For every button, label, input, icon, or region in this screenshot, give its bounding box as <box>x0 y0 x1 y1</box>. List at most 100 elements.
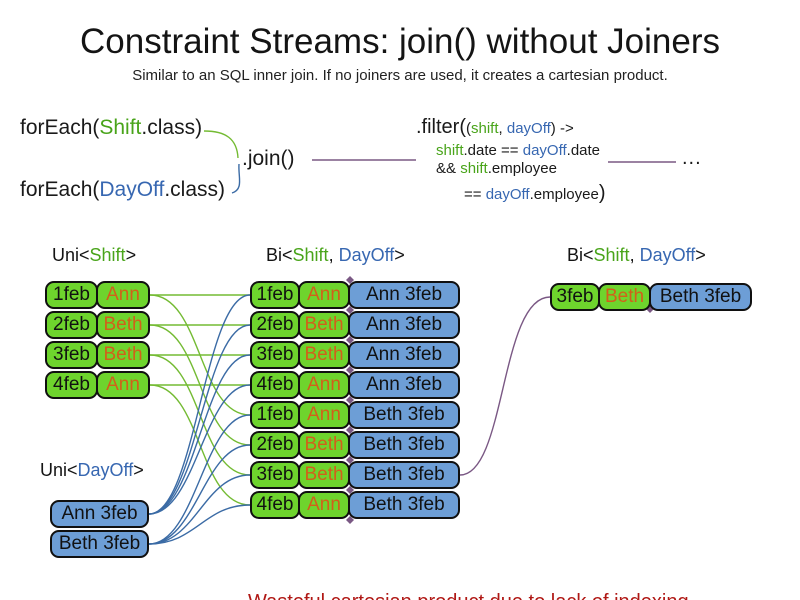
code-filter-line3: && shift.employee <box>436 160 557 177</box>
code-text: .class) <box>141 116 203 139</box>
table-cell: 4feb <box>45 371 98 399</box>
dayoff-ref: dayOff <box>522 142 567 159</box>
table-cell: Beth 3feb <box>348 401 460 429</box>
table-cell: 2feb <box>45 311 98 339</box>
dayoff-join-lines <box>148 294 251 545</box>
table-cell: 4feb <box>250 491 300 519</box>
shift-type: Shift <box>292 245 329 265</box>
table-cell: 4feb <box>250 371 300 399</box>
table-row: Beth 3feb <box>50 530 149 558</box>
code-text: .class) <box>164 178 226 201</box>
code-text: ) <box>598 182 606 204</box>
page-title: Constraint Streams: join() without Joine… <box>80 22 720 61</box>
shift-ref: shift <box>436 142 464 159</box>
code-filter-line2: shift.date == dayOff.date <box>436 142 600 159</box>
label-bi-result: Bi<Shift, DayOff> <box>567 245 706 266</box>
code-text: .employee <box>487 160 557 177</box>
table-cell: Ann <box>298 491 350 519</box>
code-join: .join() <box>242 147 295 170</box>
code-text: && <box>436 160 461 177</box>
shift-to-join-line <box>203 130 239 159</box>
table-cell: Beth <box>298 341 350 369</box>
table-cell: Ann 3feb <box>348 311 460 339</box>
table-cell: Ann <box>298 371 350 399</box>
table-cell: Beth 3feb <box>50 530 149 558</box>
dayoff-ref: dayOff <box>485 186 530 203</box>
code-foreach-shift: forEach(Shift.class) <box>20 116 202 140</box>
code-text: .date == <box>463 142 523 159</box>
dayoff-type: DayOff <box>639 245 696 265</box>
code-foreach-dayoff: forEach(DayOff.class) <box>20 178 225 202</box>
table-cell: 3feb <box>45 341 98 369</box>
table-cell: 3feb <box>250 461 300 489</box>
dayoff-class-name: DayOff <box>99 178 165 201</box>
subtitle: Similar to an SQL inner join. If no join… <box>132 67 668 84</box>
table-cell: 1feb <box>250 401 300 429</box>
label-text: Uni< <box>40 460 78 480</box>
label-text: > <box>695 245 706 265</box>
table-cell: 1feb <box>250 281 300 309</box>
table-cell: Ann 3feb <box>348 281 460 309</box>
code-text: forEach( <box>20 178 100 201</box>
table-cell: Ann <box>96 371 150 399</box>
table-cell: Ann 3feb <box>348 371 460 399</box>
dayoff-type: DayOff <box>338 245 395 265</box>
warning-line: Wasteful cartesian product due to lack o… <box>248 588 694 600</box>
label-uni-shift: Uni<Shift> <box>52 245 136 266</box>
code-text: .date <box>566 142 601 159</box>
code-filter-line1: .filter((shift, dayOff) -> <box>416 116 574 139</box>
table-cell: 3feb <box>550 283 600 311</box>
shift-arg: shift <box>471 120 499 137</box>
table-cell: Ann <box>96 281 150 309</box>
label-bi-cartesian: Bi<Shift, DayOff> <box>266 245 405 266</box>
label-text: Bi< <box>567 245 594 265</box>
dayoff-arg: dayOff <box>506 120 551 137</box>
table-cell: Beth <box>96 341 150 369</box>
code-text: .employee <box>529 186 599 203</box>
label-text: , <box>629 245 640 265</box>
code-text: forEach( <box>20 116 100 139</box>
table-cell: Beth <box>598 283 651 311</box>
code-text: .filter( <box>416 116 466 138</box>
table-cell: Beth 3feb <box>348 461 460 489</box>
table-cell: Beth 3feb <box>348 491 460 519</box>
table-cell: 2feb <box>250 311 300 339</box>
warning-note: Wasteful cartesian product due to lack o… <box>248 532 694 600</box>
label-text: Bi< <box>266 245 293 265</box>
code-text: ( <box>466 120 471 137</box>
shift-ref: shift <box>460 160 488 177</box>
table-cell: Beth 3feb <box>649 283 752 311</box>
shift-type: Shift <box>89 245 126 265</box>
table-cell: Ann <box>298 281 350 309</box>
table-cell: Beth <box>298 461 350 489</box>
label-text: > <box>133 460 144 480</box>
code-filter-line4: == dayOff.employee) <box>464 182 606 205</box>
code-text: , <box>498 120 507 137</box>
label-uni-dayoff: Uni<DayOff> <box>40 460 144 481</box>
table-cell: Beth <box>96 311 150 339</box>
continuation-ellipsis: ... <box>682 147 702 169</box>
shift-class-name: Shift <box>99 116 142 139</box>
table-cell: Ann 3feb <box>50 500 149 528</box>
shift-join-lines <box>149 294 251 506</box>
shift-type: Shift <box>593 245 630 265</box>
label-text: , <box>328 245 339 265</box>
table-cell: 1feb <box>45 281 98 309</box>
dayoff-type: DayOff <box>77 460 134 480</box>
table-cell: Beth <box>298 431 350 459</box>
table-cell: Beth 3feb <box>348 431 460 459</box>
